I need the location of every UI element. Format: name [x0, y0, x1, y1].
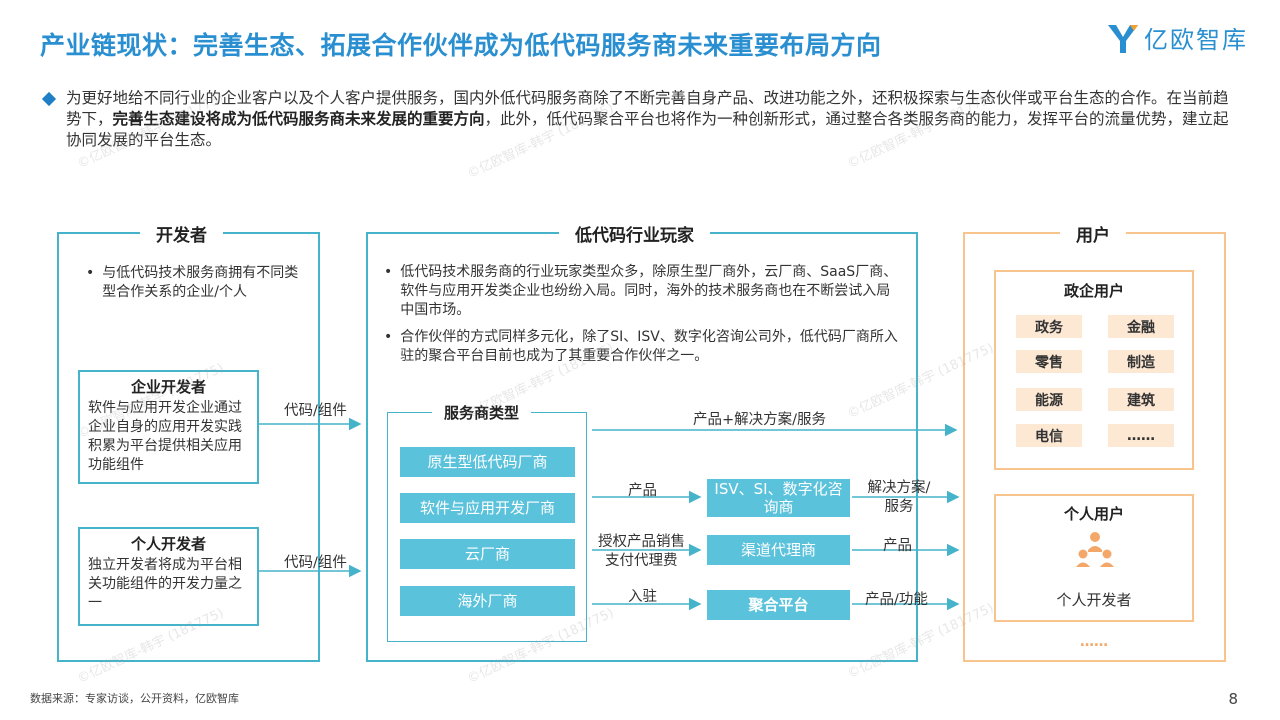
- intro-text-2: ，此外，低代码聚合平台也将作为一种创新形式，通过整合各类服务商的能力，发挥平台的…: [66, 110, 1229, 149]
- flow-label-payment: 支付代理费: [605, 553, 678, 569]
- provider-software-dev: 软件与应用开发厂商: [400, 493, 575, 523]
- industry-bullet-1: • 低代码技术服务商的行业玩家类型众多，除原生型厂商外，云厂商、SaaS厂商、软…: [384, 264, 898, 318]
- personal-developer-label: 个人开发者: [1056, 591, 1132, 609]
- personal-users-box: [994, 494, 1194, 622]
- tag-more: ……: [1108, 424, 1174, 447]
- tag-telecom: 电信: [1016, 424, 1082, 447]
- users-title: 用户: [1060, 221, 1126, 246]
- intro-paragraph: 为更好地给不同行业的企业客户以及个人客户提供服务，国内外低代码服务商除了不断完善…: [40, 88, 1240, 151]
- provider-cloud: 云厂商: [400, 539, 575, 569]
- enterprise-developer-text: 软件与应用开发企业通过企业自身的应用开发实践积累为平台提供相关应用功能组件: [88, 400, 242, 473]
- tag-energy: 能源: [1016, 388, 1082, 411]
- provider-overseas: 海外厂商: [400, 586, 575, 616]
- flow-label-product: 产品: [628, 483, 657, 499]
- people-icon: [1076, 532, 1114, 567]
- intro-text-1: 为更好地给不同行业的企业客户以及个人客户提供服务，国内外低代码服务商除了不断完善…: [66, 89, 1229, 128]
- partner-isv-si: ISV、SI、数字化咨询商: [707, 479, 850, 517]
- developer-bullet-text: 与低代码技术服务商拥有不同类型合作关系的企业/个人: [102, 265, 299, 300]
- flow-label-code-1: 代码/组件: [284, 403, 347, 419]
- provider-types-title: 服务商类型: [432, 402, 532, 423]
- brand-logo: 亿欧智库: [1106, 20, 1248, 55]
- developer-title: 开发者: [140, 221, 223, 246]
- tag-finance: 金融: [1108, 315, 1174, 338]
- flow-label-license-sales: 授权产品销售: [598, 534, 685, 550]
- enterprise-developer-box: 企业开发者 软件与应用开发企业通过企业自身的应用开发实践积累为平台提供相关应用功…: [78, 370, 259, 484]
- page-number: 8: [1228, 690, 1238, 708]
- gov-users-box: [994, 270, 1194, 470]
- tag-retail: 零售: [1016, 350, 1082, 373]
- individual-developer-title: 个人开发者: [130, 535, 206, 553]
- tag-government: 政务: [1016, 315, 1082, 338]
- individual-developer-box: 个人开发者 独立开发者将成为平台相关功能组件的开发力量之一: [78, 527, 259, 626]
- provider-native-lowcode: 原生型低代码厂商: [400, 447, 575, 477]
- flow-label-enter: 入驻: [628, 589, 657, 605]
- partner-aggregator: 聚合平台: [707, 590, 850, 620]
- enterprise-developer-title: 企业开发者: [130, 378, 206, 396]
- page-title: 产业链现状：完善生态、拓展合作伙伴成为低代码服务商未来重要布局方向: [40, 31, 882, 60]
- flow-label-product-function: 产品/功能: [865, 592, 928, 608]
- industry-bullet-2: • 合作伙伴的方式同样多元化，除了SI、ISV、数字化咨询公司外，低代码厂商所入…: [384, 329, 898, 364]
- industry-title: 低代码行业玩家: [559, 221, 710, 246]
- yiou-logo-icon: [1108, 24, 1138, 53]
- intro-bold: 完善生态建设将成为低代码服务商未来发展的重要方向: [112, 110, 485, 128]
- industry-bullet-2-text: 合作伙伴的方式同样多元化，除了SI、ISV、数字化咨询公司外，低代码厂商所入驻的…: [400, 329, 898, 364]
- flow-label-products-solutions: 产品+解决方案/服务: [693, 412, 827, 428]
- logo-text: 亿欧智库: [1144, 26, 1248, 54]
- flow-label-product-2: 产品: [883, 538, 912, 554]
- individual-developer-text: 独立开发者将成为平台相关功能组件的开发力量之一: [88, 557, 242, 611]
- developer-bullet: • 与低代码技术服务商拥有不同类型合作关系的企业/个人: [86, 264, 306, 302]
- flow-label-code-2: 代码/组件: [284, 555, 347, 571]
- partner-channel: 渠道代理商: [707, 535, 850, 565]
- industry-bullet-1-text: 低代码技术服务商的行业玩家类型众多，除原生型厂商外，云厂商、SaaS厂商、软件与…: [400, 264, 898, 318]
- tag-construction: 建筑: [1108, 388, 1174, 411]
- data-source: 数据来源：专家访谈，公开资料，亿欧智库: [30, 692, 239, 705]
- users-more: ……: [1080, 634, 1108, 650]
- gov-users-title: 政企用户: [1063, 282, 1124, 300]
- personal-users-title: 个人用户: [1063, 505, 1124, 523]
- flow-label-solution-service: 解决方案/服务: [867, 480, 931, 515]
- tag-manufacturing: 制造: [1108, 350, 1174, 373]
